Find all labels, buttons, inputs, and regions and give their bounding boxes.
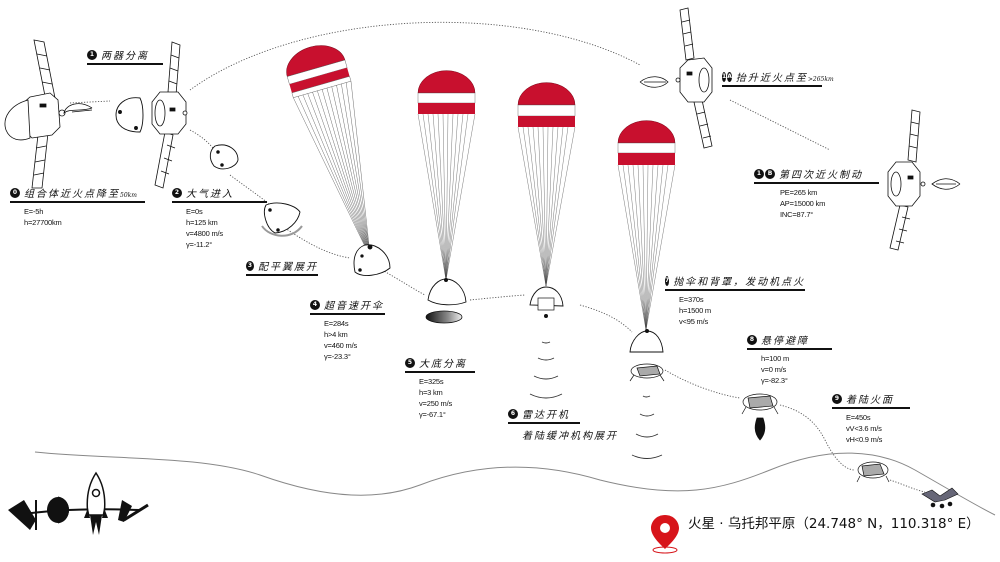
step-number-badge: 1	[722, 71, 727, 82]
step-title: 抛伞和背罩，发动机点火	[673, 277, 806, 288]
landing-location: 火星 · 乌托邦平原（24.748° N，110.318° E）	[652, 516, 980, 532]
step-title: 着陆火面	[846, 395, 894, 406]
step-number-badge: 1	[87, 49, 97, 60]
step-letter-badge: B	[765, 168, 775, 179]
step-title: 组合体近火点降至50km	[24, 189, 137, 200]
step-letter-badge: A	[727, 71, 732, 82]
step-title: 抬升近火点至>265km	[735, 73, 834, 84]
step-number-badge: 9	[832, 393, 842, 404]
step-1: 1 两器分离	[87, 47, 163, 65]
step-number-badge: 3	[246, 260, 254, 271]
capsule-atmospheric-entry	[209, 144, 239, 170]
step-3: 3 配平翼展开	[246, 258, 318, 276]
step-number-badge: 0	[10, 187, 20, 198]
step-number-badge: 5	[405, 357, 415, 368]
capsule-plasma	[261, 202, 303, 237]
lander-hovering	[741, 393, 779, 441]
orbiter	[151, 41, 188, 189]
rover	[921, 487, 959, 509]
step-number-badge: 4	[310, 299, 320, 310]
parachute-3	[517, 82, 576, 318]
step-title: 两器分离	[101, 51, 149, 62]
mars-surface-lines	[34, 451, 996, 516]
radar-waves	[529, 341, 663, 459]
rocket-logo-icon	[8, 471, 149, 535]
entry-capsule	[115, 97, 144, 133]
engine-plume-icon	[63, 103, 93, 115]
step-number-badge: 1	[754, 168, 764, 179]
lander-separated	[629, 363, 665, 382]
step-title: 大底分离	[419, 359, 467, 370]
parachute-2	[417, 70, 476, 324]
step-number-badge: 2	[172, 187, 182, 198]
step-subtitle: 着陆缓冲机构展开	[522, 431, 618, 442]
step-number-badge: 6	[508, 408, 518, 419]
step-title: 雷达开机	[522, 410, 570, 421]
location-label: 火星 · 乌托邦平原（24.748° N，110.318° E）	[688, 516, 980, 532]
step-title: 大气进入	[186, 189, 234, 200]
step-title: 第四次近火制动	[779, 170, 863, 181]
orbiter-periapsis-raise	[675, 7, 713, 149]
engine-plume-icon	[639, 76, 961, 190]
step-6: 6 雷达开机 着陆缓冲机构展开	[508, 406, 618, 442]
heat-shield	[425, 310, 463, 324]
orbiter-with-lander	[4, 39, 66, 189]
trajectory-lines	[69, 21, 926, 493]
parachute-4	[617, 120, 676, 353]
step-number-badge: 7	[665, 275, 670, 286]
step-title: 配平翼展开	[258, 262, 318, 273]
orbiter-braking	[887, 109, 926, 251]
map-pin-icon	[651, 515, 679, 554]
step-number-badge: 8	[747, 334, 757, 345]
parachute-supersonic-1	[286, 45, 371, 258]
step-title: 超音速开伞	[324, 301, 384, 312]
step-title: 悬停避障	[761, 336, 809, 347]
lander-landed	[856, 461, 890, 483]
capsule-under-chute	[353, 244, 391, 276]
